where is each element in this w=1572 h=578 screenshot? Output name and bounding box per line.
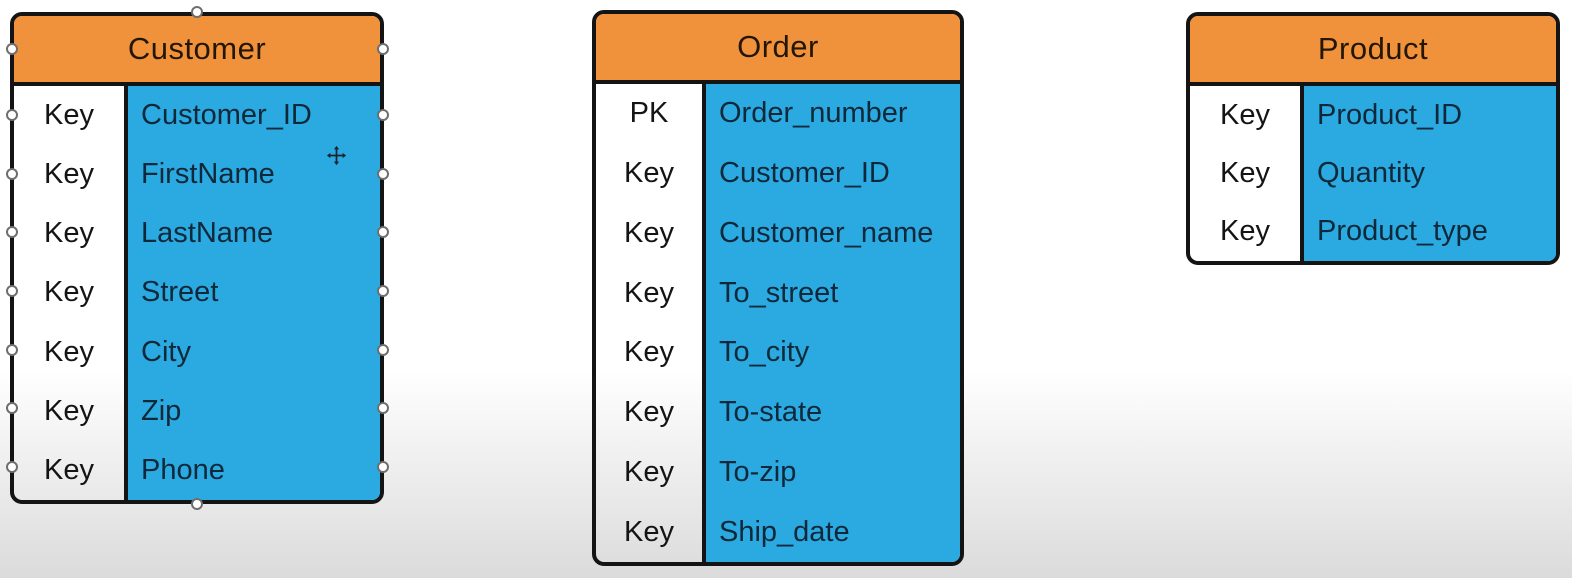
connection-handle[interactable]	[191, 498, 203, 510]
table-row[interactable]: PK Order_number	[596, 84, 960, 144]
connection-handle[interactable]	[6, 226, 18, 238]
key-cell: Key	[624, 455, 674, 488]
entity-header[interactable]: Product	[1190, 16, 1556, 86]
table-row[interactable]: Key To_city	[596, 323, 960, 383]
table-row[interactable]: Key City	[14, 322, 380, 382]
attribute-cell: To_street	[702, 263, 960, 323]
attribute-cell: Product_type	[1300, 202, 1556, 261]
connection-handle[interactable]	[6, 402, 18, 414]
key-cell: Key	[624, 157, 674, 190]
table-row[interactable]: Key To_street	[596, 263, 960, 323]
attribute-cell: Phone	[124, 440, 380, 500]
attribute-cell: City	[124, 322, 380, 382]
key-cell: Key	[44, 99, 94, 132]
attribute-cell: To-state	[702, 382, 960, 443]
connection-handle[interactable]	[6, 461, 18, 473]
connection-handle[interactable]	[6, 109, 18, 121]
key-cell: PK	[629, 97, 669, 130]
key-cell: Key	[624, 216, 674, 249]
attribute-cell: Product_ID	[1300, 86, 1556, 145]
attribute-cell: LastName	[124, 204, 380, 264]
table-row[interactable]: Key To-zip	[596, 442, 960, 503]
table-row[interactable]: Key Street	[14, 263, 380, 323]
key-cell: Key	[44, 335, 94, 368]
entity-header[interactable]: Customer	[14, 16, 380, 86]
entity-title: Order	[737, 29, 819, 64]
connection-handle[interactable]	[377, 461, 389, 473]
connection-handle[interactable]	[191, 6, 203, 18]
table-row[interactable]: Key Customer_name	[596, 203, 960, 264]
attribute-cell: Quantity	[1300, 144, 1556, 203]
connection-handle[interactable]	[377, 285, 389, 297]
connection-handle[interactable]	[377, 226, 389, 238]
entity-body: Key Customer_ID Key FirstName Key LastNa…	[14, 86, 380, 500]
key-cell: Key	[44, 158, 94, 191]
table-row[interactable]: Key To-state	[596, 382, 960, 443]
connection-handle[interactable]	[377, 43, 389, 55]
table-row[interactable]: Key Customer_ID	[596, 143, 960, 204]
entity-title: Customer	[127, 31, 267, 66]
table-row[interactable]: Key LastName	[14, 204, 380, 264]
connection-handle[interactable]	[6, 168, 18, 180]
key-cell: Key	[44, 276, 94, 309]
attribute-cell: Order_number	[702, 84, 960, 144]
move-cursor-icon	[326, 145, 347, 166]
key-cell: Key	[1220, 98, 1270, 131]
key-cell: Key	[624, 396, 674, 429]
table-row[interactable]: Key Product_type	[1190, 202, 1556, 261]
attribute-cell: Street	[124, 263, 380, 323]
key-cell: Key	[44, 394, 94, 427]
connection-handle[interactable]	[377, 168, 389, 180]
entity-header[interactable]: Order	[596, 14, 960, 84]
key-cell: Key	[44, 453, 94, 486]
entity-body: Key Product_ID Key Quantity Key Product_…	[1190, 86, 1556, 261]
attribute-cell: Zip	[124, 381, 380, 441]
entity-body: PK Order_number Key Customer_ID Key Cust…	[596, 84, 960, 562]
attribute-cell: To_city	[702, 323, 960, 383]
entity-table-order[interactable]: Order PK Order_number Key Customer_ID Ke…	[592, 10, 964, 566]
key-cell: Key	[44, 217, 94, 250]
connection-handle[interactable]	[377, 402, 389, 414]
connection-handle[interactable]	[6, 344, 18, 356]
entity-title: Product	[1317, 31, 1429, 66]
key-cell: Key	[1220, 156, 1270, 189]
table-row[interactable]: Key Product_ID	[1190, 86, 1556, 145]
connection-handle[interactable]	[6, 285, 18, 297]
connection-handle[interactable]	[377, 344, 389, 356]
key-cell: Key	[1220, 215, 1270, 248]
table-row[interactable]: Key Customer_ID	[14, 86, 380, 146]
table-row[interactable]: Key Ship_date	[596, 502, 960, 562]
attribute-cell: Customer_ID	[124, 86, 380, 146]
attribute-cell: To-zip	[702, 442, 960, 503]
key-cell: Key	[624, 515, 674, 548]
table-row[interactable]: Key Zip	[14, 381, 380, 441]
connection-handle[interactable]	[6, 43, 18, 55]
table-row[interactable]: Key Quantity	[1190, 144, 1556, 203]
key-cell: Key	[624, 336, 674, 369]
table-row[interactable]: Key Phone	[14, 440, 380, 500]
attribute-cell: FirstName	[124, 145, 380, 205]
attribute-cell: Customer_ID	[702, 143, 960, 204]
table-row[interactable]: Key FirstName	[14, 145, 380, 205]
attribute-cell: Customer_name	[702, 203, 960, 264]
entity-table-customer[interactable]: Customer Key Customer_ID Key FirstName K…	[10, 12, 384, 504]
key-cell: Key	[624, 276, 674, 309]
entity-table-product[interactable]: Product Key Product_ID Key Quantity Key …	[1186, 12, 1560, 265]
connection-handle[interactable]	[377, 109, 389, 121]
attribute-cell: Ship_date	[702, 502, 960, 562]
